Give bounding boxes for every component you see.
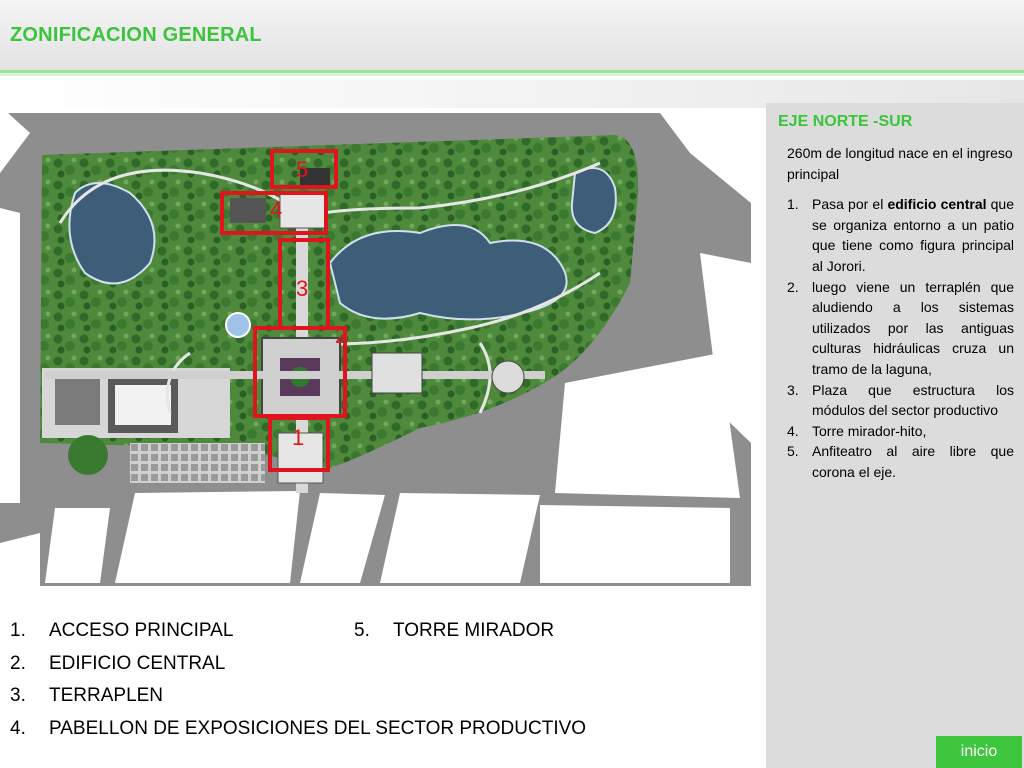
inicio-button[interactable]: inicio bbox=[936, 736, 1022, 768]
header-divider bbox=[0, 70, 1024, 73]
axis-list-item: 2.luego viene un terraplén que aludiendo… bbox=[787, 278, 1014, 377]
page-title: ZONIFICACION GENERAL bbox=[10, 24, 262, 46]
header-divider-light bbox=[0, 73, 1024, 76]
panel-description: 260m de longitud nace en el ingreso prin… bbox=[787, 143, 1014, 483]
zone-highlights bbox=[220, 149, 347, 472]
slide-header: ZONIFICACION GENERAL bbox=[0, 0, 1024, 70]
zone-3-number: 3 bbox=[296, 276, 308, 301]
zone-1-number: 1 bbox=[292, 425, 304, 450]
west-buildings bbox=[42, 368, 265, 483]
axis-list: 1.Pasa por el edificio central que se or… bbox=[787, 194, 1014, 482]
zone-5-number: 5 bbox=[296, 157, 308, 182]
zone-4-box bbox=[220, 191, 328, 235]
site-plan: 1 2 3 4 5 bbox=[0, 113, 751, 586]
panel-title: EJE NORTE -SUR bbox=[778, 113, 913, 130]
axis-list-item: 3.Plaza que estructura los módulos del s… bbox=[787, 381, 1014, 419]
side-panel: EJE NORTE -SUR 260m de longitud nace en … bbox=[766, 103, 1024, 768]
axis-list-item: 5.Anfiteatro al aire libre que corona el… bbox=[787, 443, 1014, 480]
zone-3-box bbox=[278, 238, 330, 330]
axis-list-item: 1.Pasa por el edificio central que se or… bbox=[787, 196, 1015, 274]
panel-intro: 260m de longitud nace en el ingreso prin… bbox=[787, 145, 1013, 182]
zone-2-number: 2 bbox=[335, 323, 347, 348]
axis-list-item-bold: edificio central bbox=[887, 196, 987, 213]
axis-list-item: 4.Torre mirador-hito, bbox=[787, 422, 927, 439]
site-plan-drawing: 1 2 3 4 5 bbox=[0, 113, 751, 586]
lake bbox=[68, 167, 617, 338]
zone-5-box bbox=[270, 149, 338, 189]
zone-4-number: 4 bbox=[270, 197, 282, 222]
